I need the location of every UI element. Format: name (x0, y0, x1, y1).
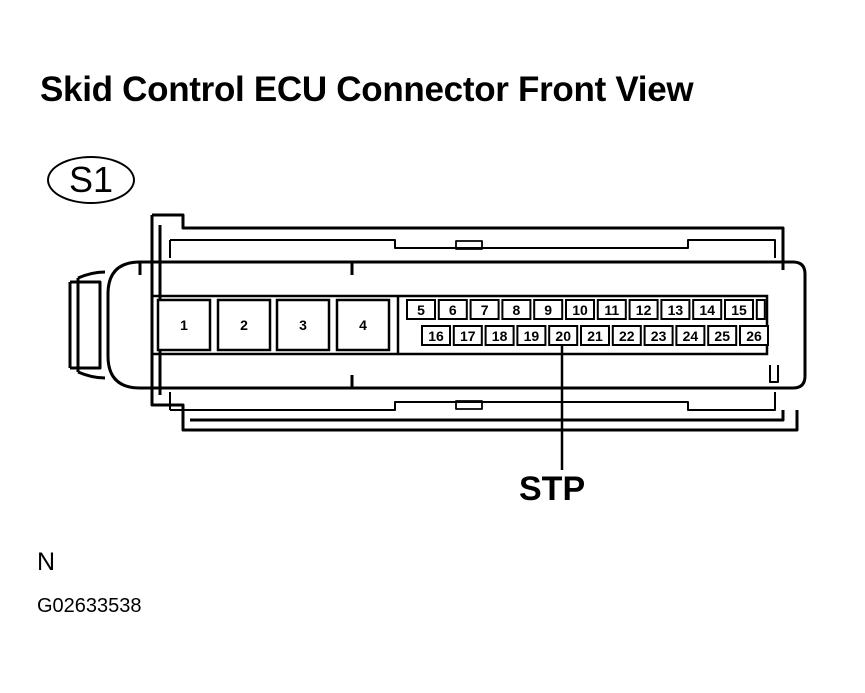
large-pin-1: 1 (156, 298, 212, 352)
bottom-pin-label: 25 (714, 328, 730, 344)
top-pin-cell (660, 299, 691, 320)
pin-8: 8 (501, 299, 532, 320)
top-pin-cell (692, 299, 723, 320)
bottom-pin-cell (707, 325, 738, 346)
pin-18: 18 (484, 325, 515, 346)
pin-9: 9 (533, 299, 564, 320)
top-pin-cell (724, 299, 754, 320)
figure-id: G02633538 (37, 595, 142, 617)
bottom-pin-cell (611, 325, 642, 346)
top-pin-label: 6 (449, 302, 457, 318)
bottom-pin-cell (739, 325, 769, 346)
top-pin-label: 7 (481, 302, 489, 318)
pin-7: 7 (469, 299, 500, 320)
pin-20: 20 (548, 325, 579, 346)
bottom-pin-label: 23 (651, 328, 667, 344)
large-pin-cell (335, 298, 391, 352)
top-pin-label: 15 (731, 302, 747, 318)
bottom-pin-cell (421, 325, 451, 346)
top-pin-cell (437, 299, 468, 320)
pin-26: 26 (739, 325, 769, 346)
top-pin-cell (596, 299, 627, 320)
top-pin-cell (565, 299, 595, 320)
connector-body (106, 239, 807, 411)
top-pin-label: 14 (699, 302, 715, 318)
bottom-pin-label: 18 (492, 328, 508, 344)
pin-11: 11 (596, 299, 627, 320)
top-pin-cell (469, 299, 500, 320)
view-code: N (37, 548, 56, 576)
large-pin-cell (156, 298, 212, 352)
pin-24: 24 (675, 325, 706, 346)
empty-cavity (755, 299, 766, 320)
bottom-pin-label: 26 (746, 328, 762, 344)
bottom-pin-cell (516, 325, 547, 346)
top-pin-label: 10 (572, 302, 588, 318)
pin-6: 6 (437, 299, 468, 320)
pin-16: 16 (421, 325, 451, 346)
bottom-pin-label: 19 (524, 328, 540, 344)
pin-15: 15 (724, 299, 754, 320)
bottom-pin-label: 24 (683, 328, 699, 344)
connector-id-badge: S1 (47, 156, 135, 204)
large-pin-2: 2 (216, 298, 272, 352)
bottom-pin-cell (643, 325, 674, 346)
large-pin-cell (275, 298, 331, 352)
bottom-pin-label: 21 (587, 328, 603, 344)
pin-14: 14 (692, 299, 723, 320)
bottom-pin-cell (452, 325, 483, 346)
diagram-title: Skid Control ECU Connector Front View (40, 70, 694, 109)
connector-shell (68, 213, 799, 432)
pin-5: 5 (406, 299, 436, 320)
large-pin-group: 1 2 3 4 (156, 298, 391, 352)
top-pin-label: 11 (604, 302, 619, 318)
bottom-pin-label: 17 (460, 328, 476, 344)
bottom-pin-cell (580, 325, 610, 346)
pin-22: 22 (611, 325, 642, 346)
pin-19: 19 (516, 325, 547, 346)
large-pin-4: 4 (335, 298, 391, 352)
pin-12: 12 (628, 299, 659, 320)
top-pin-label: 8 (513, 302, 521, 318)
large-pin-label: 3 (299, 317, 307, 333)
small-pin-group: 5 6 7 8 9 10 11 12 13 14 15 16 17 18 19 20 21 22 23 24 25 26 (406, 299, 769, 346)
pin-17: 17 (452, 325, 483, 346)
pin-21: 21 (580, 325, 610, 346)
large-pin-cell (216, 298, 272, 352)
top-pin-cell (628, 299, 659, 320)
top-pin-label: 9 (544, 302, 552, 318)
top-pin-cell (501, 299, 532, 320)
large-pin-3: 3 (275, 298, 331, 352)
stp-callout-label: STP (519, 470, 586, 508)
top-pin-label: 12 (636, 302, 652, 318)
large-pin-label: 1 (180, 317, 188, 333)
pin-10: 10 (565, 299, 595, 320)
top-pin-cell (533, 299, 564, 320)
top-pin-label: 5 (417, 302, 425, 318)
top-pin-cell (406, 299, 436, 320)
bottom-pin-cell (675, 325, 706, 346)
pin-25: 25 (707, 325, 738, 346)
top-pin-label: 13 (668, 302, 684, 318)
bottom-pin-cell (484, 325, 515, 346)
bottom-pin-label: 16 (428, 328, 444, 344)
connector-id-label: S1 (68, 159, 114, 200)
large-pin-label: 2 (240, 317, 248, 333)
bottom-pin-label: 22 (619, 328, 635, 344)
pin-13: 13 (660, 299, 691, 320)
pin-23: 23 (643, 325, 674, 346)
bottom-pin-label: 20 (555, 328, 571, 344)
large-pin-label: 4 (359, 317, 367, 333)
